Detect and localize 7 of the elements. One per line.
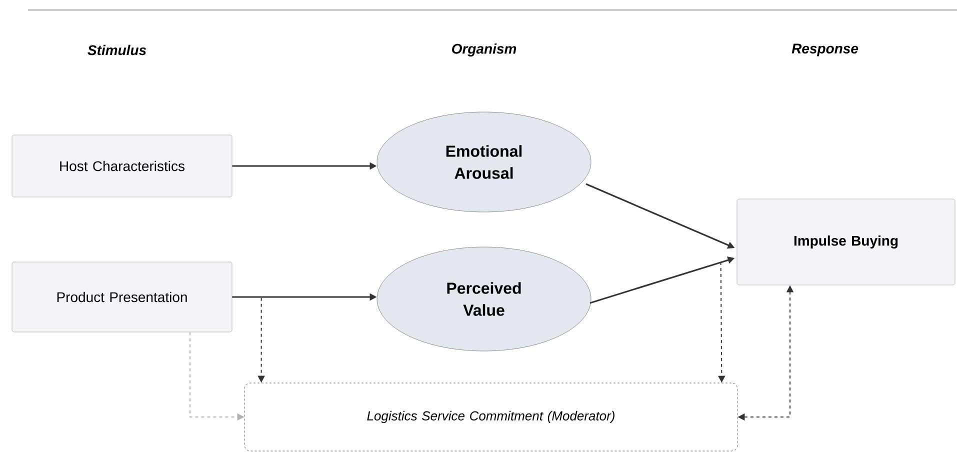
column-heading: Organism xyxy=(452,43,516,57)
outcome-box: Impulse Buying xyxy=(736,198,956,286)
column-heading: Response xyxy=(792,44,858,56)
column-heading: Stimulus xyxy=(88,44,146,56)
stimulus-box: Host Characteristics xyxy=(12,134,232,198)
stimulus-box: Product Presentation xyxy=(12,262,232,332)
moderator-box: Logistics Service Commitment (Moderator) xyxy=(244,382,738,452)
